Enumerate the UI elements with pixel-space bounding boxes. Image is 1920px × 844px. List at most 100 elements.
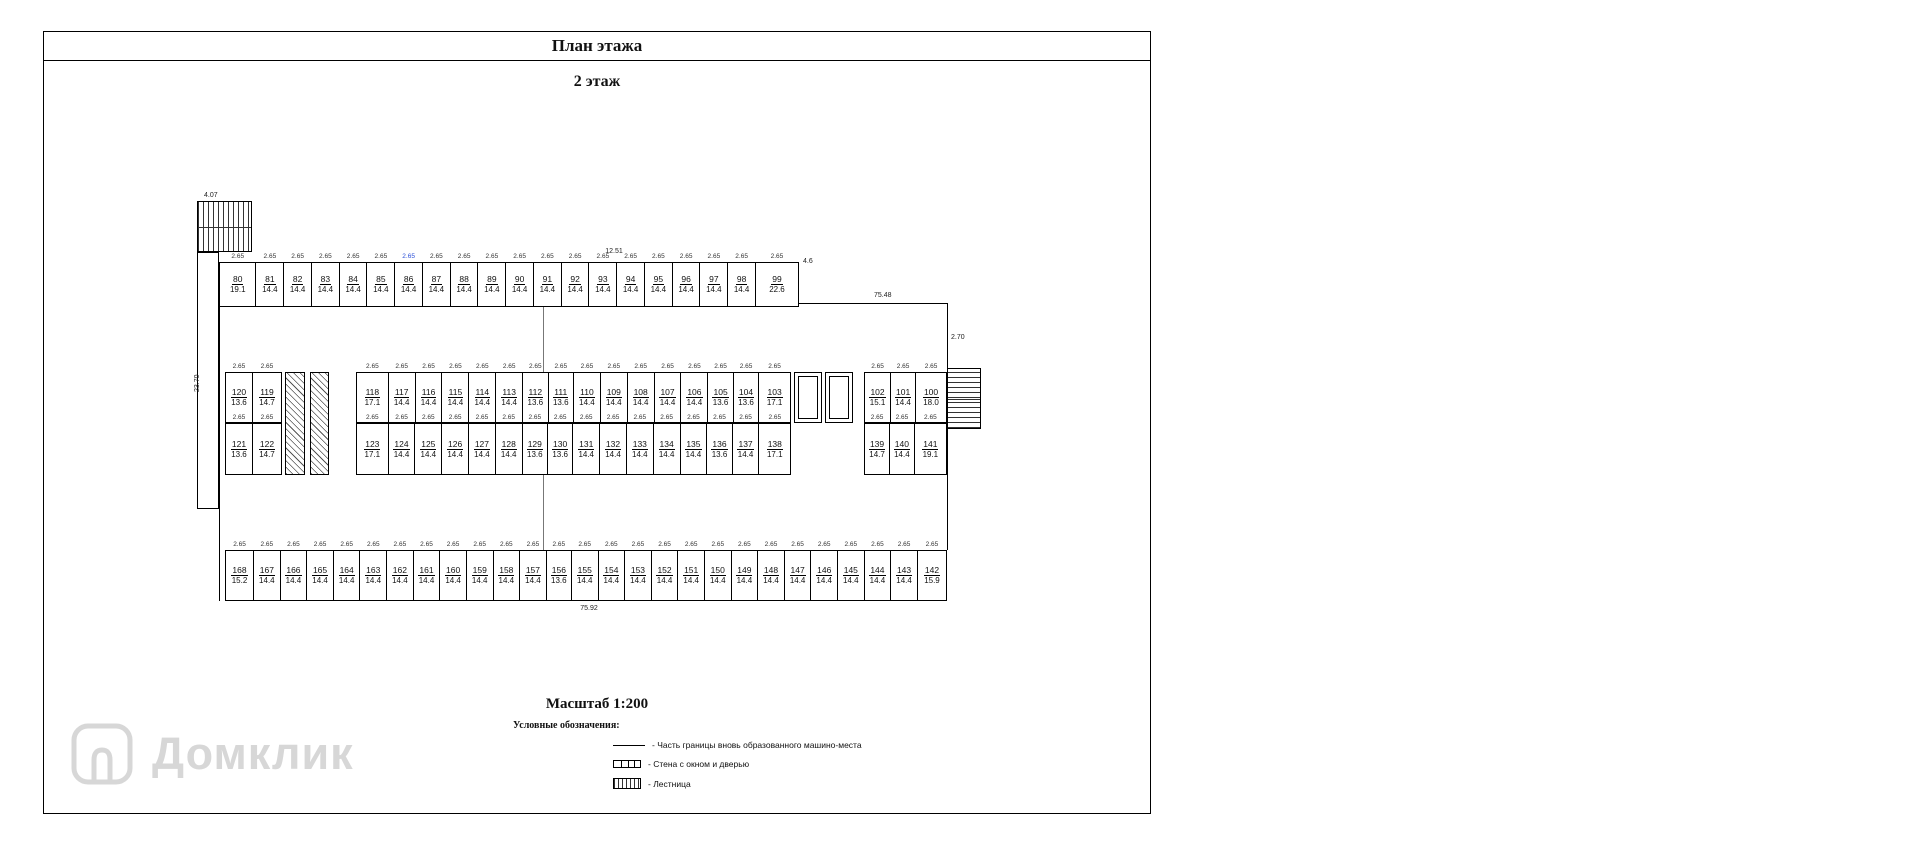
- boundary-line-icon: [613, 744, 645, 746]
- stall-area: 13.6: [711, 449, 728, 459]
- stall-width-dimension: 2.65: [768, 363, 781, 370]
- stall-number: 142: [923, 565, 941, 576]
- stall-area: 14.4: [595, 285, 611, 294]
- stall-area: 14.4: [869, 576, 886, 585]
- watermark-text: Домклик: [152, 728, 354, 779]
- stall-area: 17.1: [364, 449, 381, 459]
- stall-number: 83: [319, 274, 332, 285]
- legend: Условные обозначения: - Часть границы вн…: [513, 720, 862, 789]
- stall-area: 14.4: [456, 285, 472, 294]
- stall-number: 99: [771, 274, 783, 285]
- stall-area: 14.4: [567, 285, 583, 294]
- stall-number: 118: [364, 387, 381, 398]
- stall-width-dimension: 2.65: [688, 363, 701, 370]
- hatch-column-1: [285, 372, 305, 475]
- stall-width-dimension: 2.65: [707, 253, 721, 260]
- stall-number: 113: [501, 387, 517, 398]
- stall-number: 147: [789, 565, 806, 576]
- stall-width-dimension: 2.65: [232, 363, 246, 370]
- stall-width-dimension: 2.65: [260, 363, 274, 370]
- stall-width-dimension: 2.65: [687, 414, 700, 421]
- stall-width-dimension: 2.65: [528, 414, 542, 421]
- floor-subtitle: 2 этаж: [573, 73, 621, 90]
- stall-area: 14.4: [373, 285, 389, 294]
- stall-area: 17.1: [766, 398, 783, 407]
- stall-number: 117: [393, 387, 410, 398]
- stall-area: 14.4: [393, 398, 410, 407]
- stall-area: 14.4: [525, 576, 541, 585]
- stall-area: 14.4: [345, 285, 361, 294]
- stall-number: 141: [922, 438, 939, 450]
- dimension-label: 23.70: [194, 374, 201, 392]
- stall-width-dimension: 2.65: [473, 541, 487, 548]
- stall-width-dimension: 2.65: [420, 541, 433, 548]
- stall-area: 14.4: [686, 398, 703, 407]
- stall-number: 157: [524, 565, 542, 576]
- stall-area: 14.4: [392, 576, 408, 585]
- stall-area: 14.4: [658, 449, 675, 459]
- stall-number: 129: [526, 438, 543, 450]
- scale-label: Масштаб 1:200: [545, 696, 649, 712]
- stall-number: 125: [420, 438, 437, 450]
- dimension-label: 75.48: [874, 292, 892, 299]
- stall-width-dimension: 2.65: [449, 363, 462, 370]
- stall-area: 18.0: [923, 398, 939, 407]
- stall-area: 13.6: [231, 449, 247, 459]
- stall-area: 13.6: [552, 398, 569, 407]
- stall-width-dimension: 2.65: [713, 414, 726, 421]
- stall-area: 13.6: [738, 398, 754, 407]
- stall-width-dimension: 2.65: [679, 253, 693, 260]
- stall-area: 14.4: [678, 285, 694, 294]
- legend-title: Условные обозначения:: [513, 720, 620, 731]
- stall-number: 120: [230, 387, 248, 398]
- stall-width-dimension: 2.65: [817, 541, 831, 548]
- stall-number: 131: [578, 438, 595, 450]
- stall-width-dimension: 2.65: [768, 414, 782, 421]
- dimension-label: 2.70: [951, 334, 965, 341]
- stall-width-dimension: 2.65: [526, 541, 540, 548]
- stall-width-dimension: 2.65: [232, 414, 246, 421]
- stall-number: 146: [816, 565, 833, 576]
- stall-number: 119: [259, 387, 275, 398]
- stall-area: 17.1: [364, 398, 381, 407]
- stall-area: 14.4: [737, 449, 754, 459]
- stall-area: 14.4: [420, 449, 437, 459]
- stall-width-dimension: 2.65: [374, 253, 388, 260]
- stall-number: 156: [550, 565, 567, 576]
- stall-number: 168: [231, 565, 248, 576]
- legend-item-label: - Часть границы вновь образованного маши…: [652, 740, 862, 750]
- stall-width-dimension: 2.65: [448, 414, 462, 421]
- stall-width-dimension: 2.65: [393, 541, 407, 548]
- stall-area: 14.4: [894, 449, 910, 459]
- stall-area: 14.4: [445, 576, 461, 585]
- stall-width-dimension: 2.65: [770, 253, 784, 260]
- stall-number: 84: [347, 274, 359, 285]
- stall-area: 13.6: [552, 449, 568, 459]
- stall-area: 14.4: [511, 285, 528, 294]
